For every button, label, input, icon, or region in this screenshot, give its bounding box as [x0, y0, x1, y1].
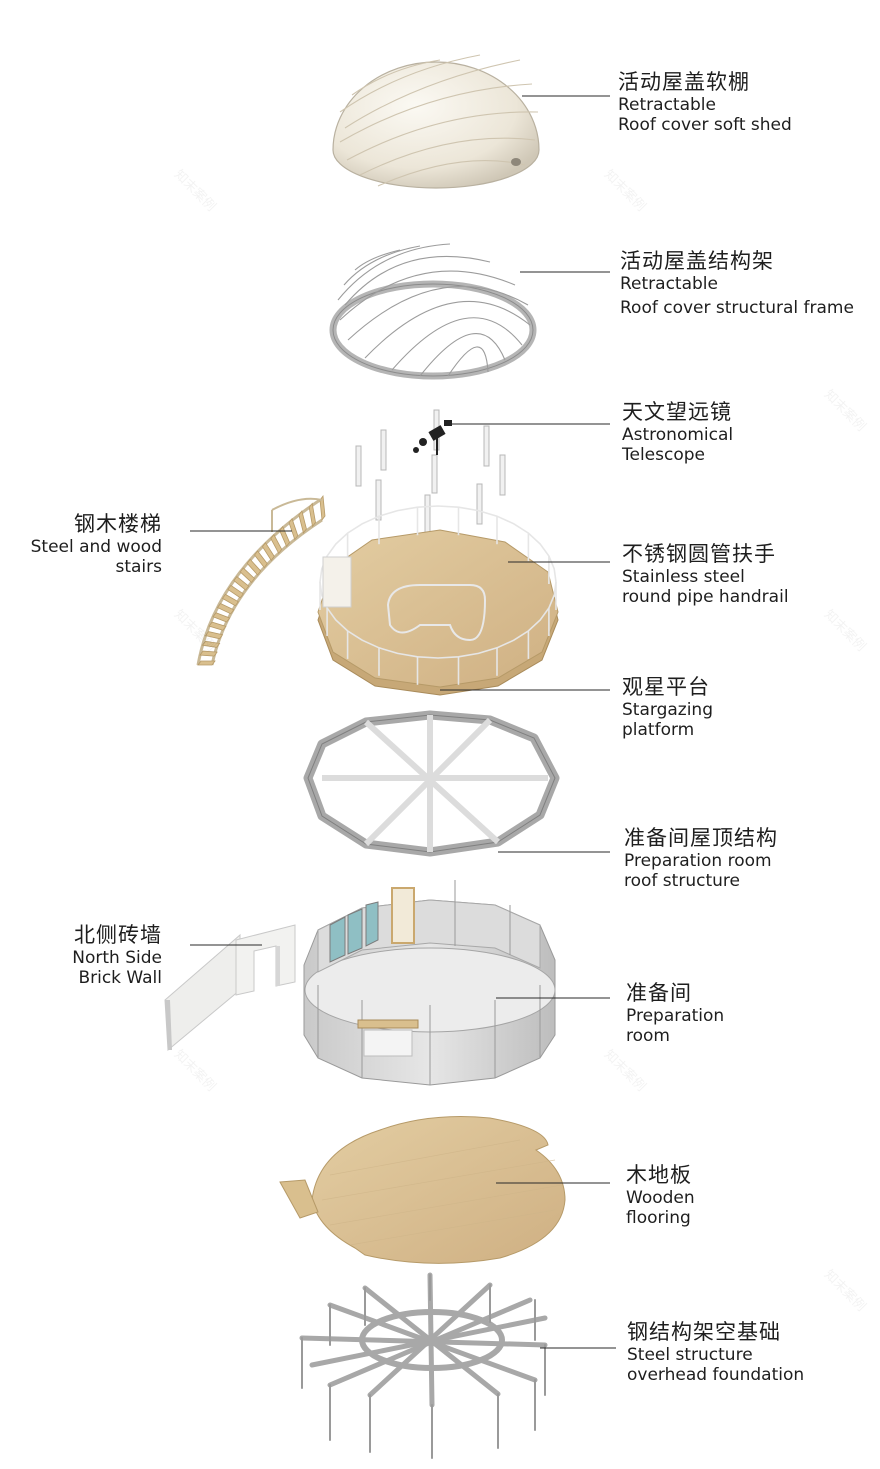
label-brick-wall: 北侧砖墙 North Side Brick Wall	[72, 923, 162, 988]
label-en-1: Stainless steel	[622, 566, 745, 587]
stair-tread	[199, 650, 218, 657]
label-zh: 活动屋盖软棚	[618, 70, 750, 94]
label-zh: 钢结构架空基础	[627, 1320, 781, 1344]
label-en-2: stairs	[115, 556, 162, 577]
stair-tread	[319, 494, 326, 522]
label-en-2: platform	[622, 719, 695, 740]
label-zh: 北侧砖墙	[74, 923, 162, 947]
stair-tread	[288, 517, 299, 541]
label-en-2: flooring	[626, 1207, 691, 1228]
label-zh: 不锈钢圆管扶手	[622, 542, 776, 566]
steel-wood-stairs	[196, 494, 326, 666]
stair-tread	[298, 510, 307, 534]
stair-tread	[216, 602, 235, 615]
label-en-2: overhead foundation	[627, 1364, 805, 1385]
label-en-2: Roof cover structural frame	[620, 297, 854, 318]
label-en-1: Steel structure	[627, 1344, 753, 1365]
stair-tread	[246, 558, 262, 576]
roof-frame	[329, 243, 537, 380]
stair-tread	[279, 525, 291, 548]
stair-tread	[239, 567, 255, 584]
label-en-2: round pipe handrail	[622, 586, 789, 607]
label-roof-cover: 活动屋盖软棚 Retractable Roof cover soft shed	[618, 70, 792, 135]
label-handrail: 不锈钢圆管扶手 Stainless steel round pipe handr…	[622, 542, 789, 607]
label-en-1: Steel and wood	[30, 536, 162, 557]
telescope	[413, 420, 452, 455]
label-zh: 观星平台	[622, 675, 710, 699]
label-en-1: Wooden	[626, 1187, 695, 1208]
stair-tread	[227, 584, 244, 599]
stair-tread	[233, 576, 250, 591]
label-foundation: 钢结构架空基础 Steel structure overhead foundat…	[627, 1320, 804, 1385]
label-en-2: roof structure	[624, 870, 740, 891]
north-brick-wall	[164, 924, 296, 1052]
stair-tread	[270, 533, 283, 555]
label-telescope: 天文望远镜 Astronomical Telescope	[622, 400, 733, 465]
label-stairs: 钢木楼梯 Steel and wood stairs	[31, 512, 162, 577]
leader-lines	[190, 95, 616, 1349]
label-en-1: Retractable	[620, 273, 718, 294]
stair-tread	[204, 631, 224, 640]
roof-cover-dome	[332, 54, 540, 189]
label-zh: 钢木楼梯	[74, 512, 162, 536]
label-platform: 观星平台 Stargazing platform	[622, 675, 713, 740]
stargazing-platform	[317, 505, 559, 696]
label-en-1: Astronomical	[622, 424, 734, 445]
preparation-room	[303, 880, 556, 1086]
stair-tread	[261, 542, 275, 562]
stair-tread	[197, 660, 216, 666]
label-en-1: North Side	[72, 947, 162, 968]
steel-foundation	[299, 1272, 548, 1459]
stair-tread	[208, 621, 227, 631]
label-en-1: Stargazing	[622, 699, 713, 720]
label-en-1: Preparation	[626, 1005, 725, 1026]
label-zh: 活动屋盖结构架	[620, 249, 774, 273]
label-roof-frame: 活动屋盖结构架 Retractable Roof cover structura…	[620, 249, 854, 318]
label-prep-roof: 准备间屋顶结构 Preparation room roof structure	[624, 826, 778, 891]
label-zh: 天文望远镜	[622, 400, 732, 424]
stair-tread	[254, 550, 268, 569]
stair-tread	[212, 612, 231, 623]
prep-room-roof-structure	[303, 710, 560, 857]
label-flooring: 木地板 Wooden flooring	[626, 1163, 695, 1228]
label-en-2: Roof cover soft shed	[618, 114, 792, 135]
label-zh: 木地板	[626, 1163, 692, 1187]
window-panes	[329, 901, 379, 963]
stair-tread	[308, 502, 316, 528]
label-en-2: Telescope	[622, 444, 705, 465]
stair-tread	[201, 640, 221, 648]
label-zh: 准备间屋顶结构	[624, 826, 778, 850]
label-en-1: Preparation room	[624, 850, 772, 871]
wooden-flooring	[279, 1116, 566, 1264]
label-en-2: room	[626, 1025, 670, 1046]
label-en-2: Brick Wall	[78, 967, 162, 988]
label-en-1: Retractable	[618, 94, 716, 115]
stair-tread	[221, 593, 239, 607]
label-zh: 准备间	[626, 981, 692, 1005]
label-prep-room: 准备间 Preparation room	[626, 981, 724, 1046]
